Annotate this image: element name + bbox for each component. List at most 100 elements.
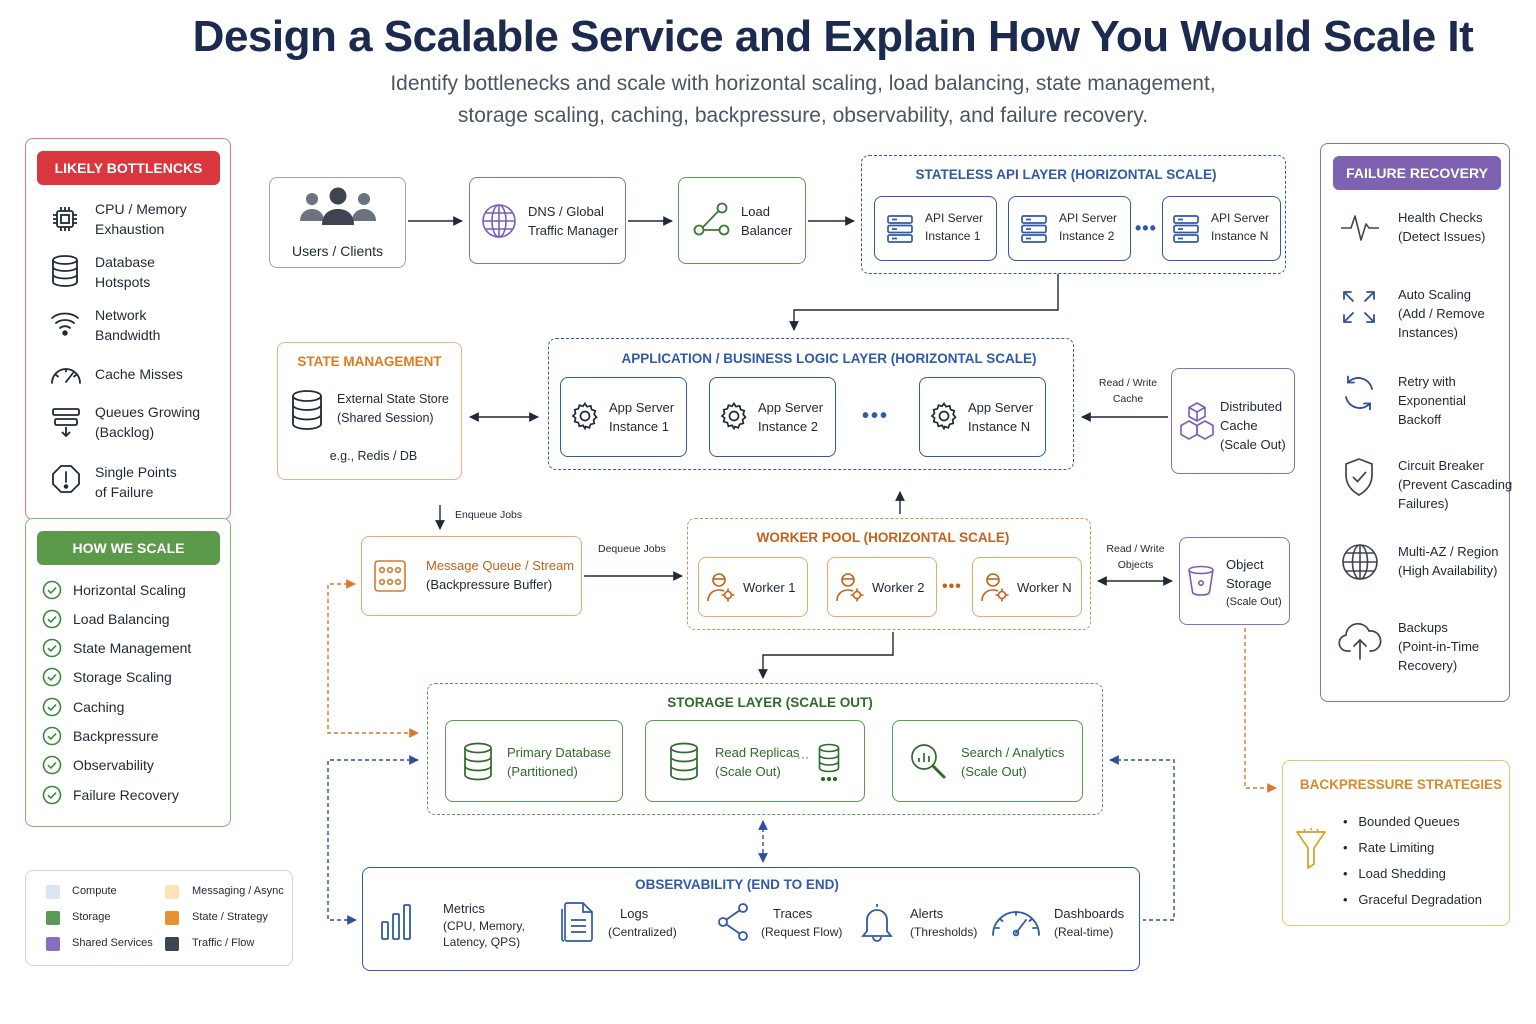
globe-icon	[481, 203, 517, 244]
retry-arrows-icon	[1340, 374, 1378, 417]
check-circle-icon	[42, 755, 62, 780]
queue-icon	[50, 405, 82, 444]
alerts-label: Alerts(Thresholds)	[910, 906, 978, 939]
observability-panel	[362, 867, 1140, 971]
server-icon	[886, 214, 914, 249]
message-queue-label: Message Queue / Stream(Backpressure Buff…	[426, 558, 575, 592]
failure-recovery-header: FAILURE RECOVERY	[1333, 156, 1501, 190]
storage-layer-title: STORAGE LAYER (SCALE OUT)	[667, 695, 873, 710]
scale-item: Observability	[73, 757, 154, 773]
heartbeat-icon	[1339, 210, 1381, 249]
database-icon	[462, 742, 494, 787]
distributed-cache-box[interactable]	[1171, 368, 1295, 474]
scale-item: Failure Recovery	[73, 787, 179, 803]
cpu-icon	[49, 203, 81, 240]
legend-label-traffic: Traffic / Flow	[192, 937, 255, 949]
state-store-example: e.g., Redis / DB	[329, 449, 418, 463]
load-balancer-icon	[692, 200, 732, 245]
state-management-box	[277, 342, 462, 480]
worker-n[interactable]	[972, 557, 1082, 617]
scale-item: Storage Scaling	[73, 669, 172, 685]
scale-item: Caching	[73, 699, 125, 715]
database-icon	[668, 742, 700, 787]
scale-item: State Management	[73, 640, 192, 656]
worker-1[interactable]	[698, 557, 808, 617]
shield-check-icon	[1342, 457, 1376, 502]
backpressure-item: • Graceful Degradation	[1343, 892, 1482, 907]
ellipsis-icon: •••	[942, 578, 962, 595]
legend-swatch-traffic	[165, 937, 179, 951]
bottlenecks-header: LIKELY BOTTLENCKS	[37, 151, 220, 185]
legend-swatch-compute	[46, 885, 60, 899]
bell-icon	[858, 901, 896, 948]
gear-icon	[570, 401, 600, 436]
bottlenecks-panel	[25, 138, 231, 520]
wifi-icon	[49, 308, 81, 343]
gear-icon	[719, 401, 749, 436]
database-replica-icon	[817, 743, 841, 788]
message-queue-box[interactable]	[361, 536, 582, 616]
gauge-icon	[49, 360, 83, 391]
primary-database-label: Primary Database(Partitioned)	[507, 745, 612, 779]
scale-item: Load Balancing	[73, 611, 170, 627]
logs-label: Logs(Centralized)	[608, 906, 677, 939]
worker-2[interactable]	[827, 557, 937, 617]
scale-item: Backpressure	[73, 728, 159, 744]
gear-icon	[929, 401, 959, 436]
backpressure-item: • Bounded Queues	[1343, 814, 1460, 829]
legend	[25, 870, 293, 966]
ellipsis-icon: ···	[797, 750, 809, 764]
dashboard-gauge-icon	[990, 902, 1042, 943]
worker-pool-title: WORKER POOL (HORIZONTAL SCALE)	[756, 530, 1010, 545]
multi-az-label: Multi-AZ / Region(High Availability)	[1398, 544, 1499, 578]
object-storage-box[interactable]	[1179, 537, 1290, 625]
read-replicas-label: Read Replicas(Scale Out)	[715, 745, 800, 779]
alert-icon	[50, 463, 82, 500]
bottleneck-cache-label: Cache Misses	[95, 366, 183, 382]
dequeue-label: Dequeue Jobs	[598, 543, 666, 555]
check-circle-icon	[42, 609, 62, 634]
subtitle-line-2: storage scaling, caching, backpressure, …	[457, 104, 1149, 127]
subtitle-line-1: Identify bottlenecks and scale with hori…	[390, 72, 1216, 95]
legend-swatch-storage	[46, 911, 60, 925]
check-circle-icon	[42, 726, 62, 751]
cubes-icon	[1179, 401, 1215, 446]
worker-1-label: Worker 1	[743, 580, 796, 595]
server-icon	[1020, 214, 1048, 249]
users-label: Users / Clients	[291, 243, 384, 259]
funnel-icon	[1294, 826, 1328, 875]
backpressure-panel	[1282, 760, 1510, 926]
failure-recovery-panel	[1320, 143, 1510, 702]
enqueue-label: Enqueue Jobs	[455, 509, 523, 521]
search-analytics-label: Search / Analytics(Scale Out)	[961, 745, 1065, 779]
search-analytics-icon	[909, 742, 947, 785]
check-circle-icon	[42, 667, 62, 692]
check-circle-icon	[42, 638, 62, 663]
database-icon	[50, 254, 80, 293]
worker-2-label: Worker 2	[872, 580, 925, 595]
backpressure-list: • Bounded Queues • Rate Limiting • Load …	[1343, 809, 1508, 913]
ellipsis-icon: •••	[862, 405, 890, 427]
globe-icon	[1340, 542, 1380, 587]
legend-label-messaging: Messaging / Async	[192, 885, 284, 897]
legend-swatch-messaging	[165, 885, 179, 899]
check-circle-icon	[42, 697, 62, 722]
page-title: Design a Scalable Service and Explain Ho…	[192, 12, 1474, 61]
load-balancer-box	[678, 177, 806, 264]
logs-document-icon	[560, 901, 596, 948]
health-checks-label: Health Checks(Detect Issues)	[1398, 210, 1486, 244]
